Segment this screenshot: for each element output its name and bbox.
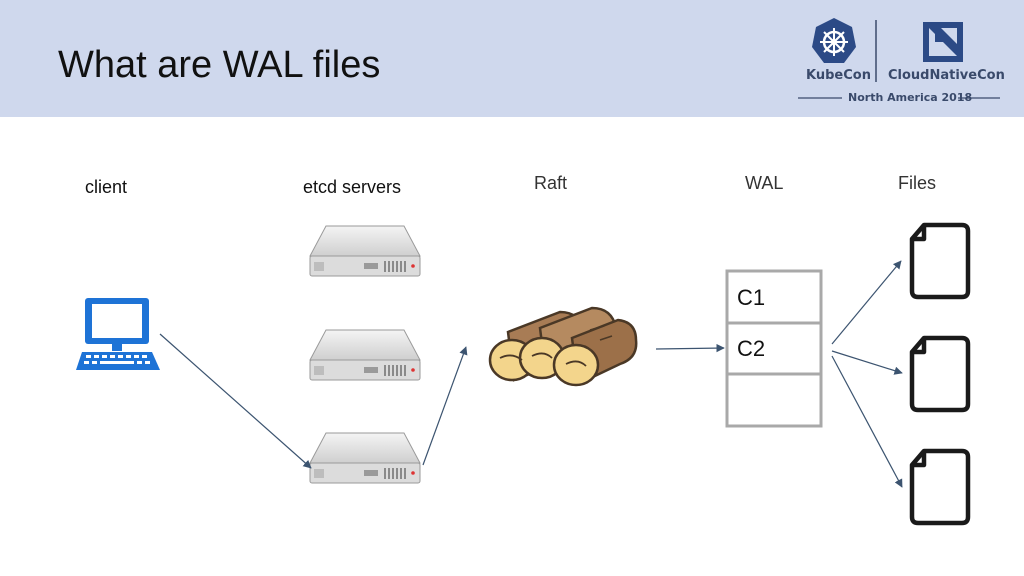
wal-to-file3-arrow: [831, 355, 903, 488]
server-icon: [309, 432, 421, 484]
wal-to-file1-arrow: [831, 260, 902, 345]
wal-entry-c2: C2: [737, 336, 766, 361]
wal-table: [725, 269, 823, 428]
server-icon: [309, 329, 421, 381]
file-icon: [912, 451, 968, 523]
wal-to-file2-arrow: [831, 350, 903, 375]
client-to-server-arrow: [159, 333, 312, 469]
kubecon-wordmark: KubeCon: [806, 68, 871, 83]
raft-label: Raft: [534, 173, 568, 193]
logs-icon: [488, 306, 638, 387]
event-name: North America 2018: [848, 91, 973, 104]
file-icon: [912, 338, 968, 410]
cncf-logo-icon: [923, 22, 963, 62]
conference-logos: KubeCon CloudNativeCon North America 201…: [790, 10, 1010, 110]
slide-title: What are WAL files: [58, 44, 381, 86]
wal-label: WAL: [745, 173, 784, 193]
file-icon: [912, 225, 968, 297]
raft-to-wal-arrow: [655, 343, 725, 353]
cncf-wordmark: CloudNativeCon: [888, 68, 1005, 83]
logo-graphics: [798, 18, 1000, 99]
desktop-computer-icon: [76, 298, 160, 370]
etcd-servers-label: etcd servers: [303, 177, 402, 197]
slide-header: What are WAL files: [0, 0, 1024, 117]
server-icon: [309, 225, 421, 277]
helm-wheel-icon: [812, 18, 856, 63]
client-label: client: [85, 177, 128, 197]
files-label: Files: [898, 173, 937, 193]
server-to-raft-arrow: [422, 346, 468, 466]
wal-entry-c1: C1: [737, 285, 766, 310]
